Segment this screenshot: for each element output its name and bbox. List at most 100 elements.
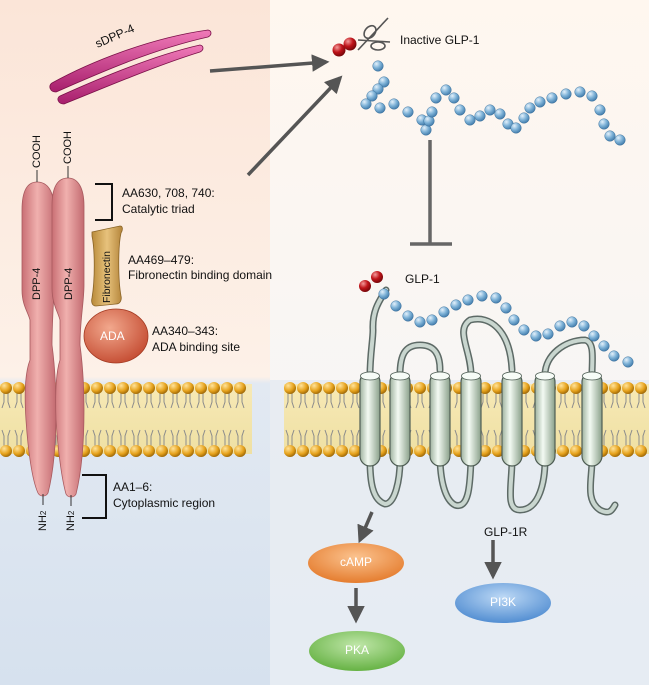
lipid-tail [311, 429, 321, 446]
pka-label: PKA [344, 643, 369, 657]
lipid-tail [480, 429, 490, 446]
lipid-head [635, 382, 647, 394]
glp1-bead [426, 106, 438, 118]
lipid-tail [298, 392, 308, 409]
transmembrane-helix [429, 371, 451, 467]
lipid-tail [350, 392, 360, 409]
lipid-head [492, 445, 504, 457]
lipid-tail [196, 392, 206, 409]
glp1-bead [414, 316, 426, 328]
ada-protein [83, 308, 149, 364]
glp1-bead [598, 340, 610, 352]
lipid-head [0, 445, 12, 457]
camp-node [308, 543, 404, 583]
cooh-label-left: COOH [31, 135, 43, 168]
lipid-head [557, 382, 569, 394]
glp1-bead [426, 314, 438, 326]
glp1-bead [560, 88, 572, 100]
catalytic-label-1: AA630, 708, 740: [122, 186, 215, 200]
lipid-tail [105, 392, 115, 409]
glp1-bead [474, 110, 486, 122]
nh2-label-left: NH2 [37, 510, 49, 531]
lipid-tail [636, 429, 646, 446]
pi3k-label: PI3K [489, 595, 516, 609]
glp1-bead [454, 104, 466, 116]
glp1-bead [360, 98, 372, 110]
lipid-tail [118, 429, 128, 446]
glp1-bead [366, 90, 378, 102]
pi3k-node [455, 583, 551, 623]
lipid-head [297, 382, 309, 394]
glp1-nterm-bead [359, 280, 371, 292]
transmembrane-helix [359, 371, 381, 467]
lipid-tail [183, 392, 193, 409]
cytoplasmic-label-1: AA1–6: [113, 480, 153, 494]
lipid-head [221, 445, 233, 457]
glp1-bead [574, 86, 586, 98]
lipid-tail [337, 429, 347, 446]
lipid-head [479, 382, 491, 394]
ada-site-label-1: AA340–343: [152, 324, 219, 338]
glp1-bead [402, 310, 414, 322]
lipid-head [169, 445, 181, 457]
lipid-head [221, 382, 233, 394]
lipid-tail [493, 392, 503, 409]
lipid-tail [311, 392, 321, 409]
glp1-bead [372, 60, 384, 72]
lipid-head [492, 382, 504, 394]
glp1-bead [476, 290, 488, 302]
lipid-tail [1, 392, 11, 409]
lipid-tail [324, 429, 334, 446]
arrow-sdpp4-to-cleavage [209, 54, 330, 73]
lipid-tail [144, 429, 154, 446]
lipid-head [557, 445, 569, 457]
lipid-head [104, 382, 116, 394]
lipid-head [13, 445, 25, 457]
lipid-tail [131, 429, 141, 446]
camp-label: cAMP [339, 555, 372, 569]
glp1-bead [604, 130, 616, 142]
lipid-tail [337, 392, 347, 409]
lipid-tail [1, 429, 11, 446]
lipid-tail [610, 429, 620, 446]
transmembrane-helix [534, 371, 556, 467]
inactive-glp1-label: Inactive GLP-1 [400, 33, 480, 47]
glp1-bead [500, 302, 512, 314]
lipid-head [336, 382, 348, 394]
transmembrane-helix [460, 371, 482, 467]
glp1-bead [554, 320, 566, 332]
lipid-head [0, 382, 12, 394]
lipid-head [414, 382, 426, 394]
lipid-head [130, 382, 142, 394]
glp1-bead [508, 314, 520, 326]
lipid-tail [118, 392, 128, 409]
lipid-head [156, 382, 168, 394]
lipid-head [349, 382, 361, 394]
lipid-tail [235, 429, 245, 446]
lipid-tail [571, 392, 581, 409]
lipid-tail [480, 392, 490, 409]
lipid-tail [196, 429, 206, 446]
dpp4-label-left: DPP-4 [31, 267, 43, 300]
glp1-bead [402, 106, 414, 118]
lipid-tail [298, 429, 308, 446]
cooh-label-right: COOH [62, 131, 74, 164]
fibronectin-label-2: Fibronectin binding domain [128, 268, 273, 282]
lipid-head [143, 382, 155, 394]
lipid-tail [623, 429, 633, 446]
transmembrane-helix [581, 371, 603, 467]
lipid-head [195, 382, 207, 394]
glp1-bead [566, 316, 578, 328]
bound-glp1-chain [378, 288, 634, 368]
lipid-tail [350, 429, 360, 446]
lipid-tail [558, 429, 568, 446]
glp1-label: GLP-1 [405, 272, 440, 286]
lipid-head [609, 445, 621, 457]
lipid-tail [415, 429, 425, 446]
sdpp4-molecule [49, 29, 212, 105]
lipid-tail [558, 392, 568, 409]
lipid-head [310, 445, 322, 457]
lipid-head [182, 382, 194, 394]
